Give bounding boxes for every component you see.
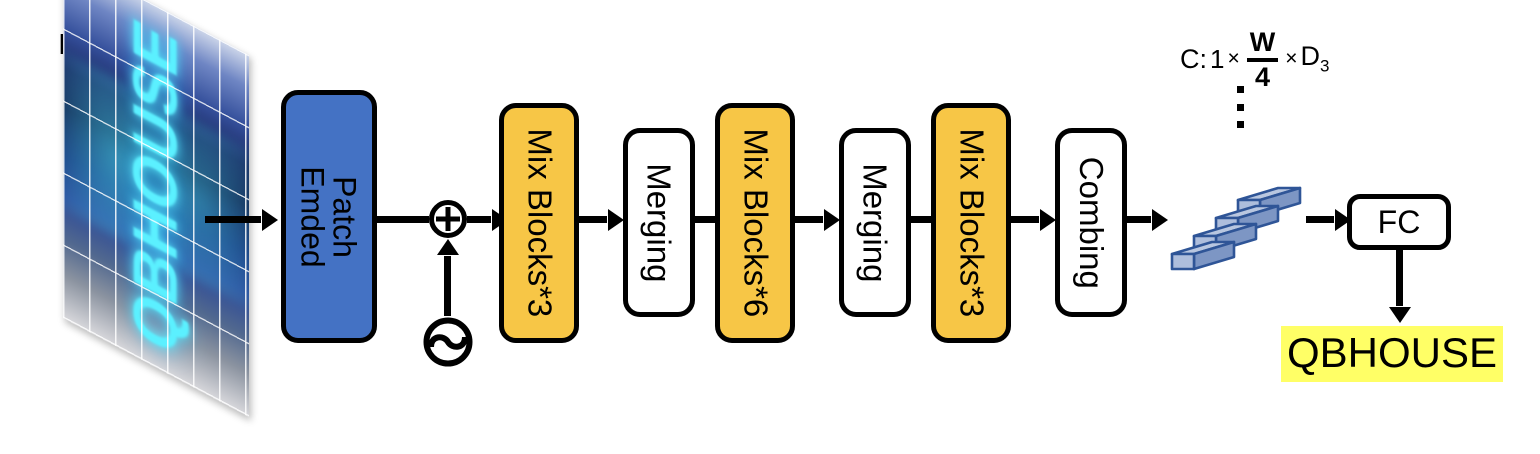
input-image-text: QBHOUSE: [121, 7, 191, 366]
ellipsis-dot: [1236, 103, 1244, 111]
block-mix-blocks-1-label: Mix Blocks*3: [520, 128, 558, 318]
feature-shape-fraction: W 4: [1246, 27, 1279, 92]
block-combing-label: Combing: [1072, 156, 1110, 289]
feature-slab: [1170, 240, 1236, 271]
feature-shape-times-1: ×: [1227, 47, 1240, 70]
arrow-mix3-to-combing: [1011, 216, 1039, 223]
feature-shape-prefix: C:: [1180, 43, 1207, 74]
ellipsis-dot: [1236, 121, 1244, 128]
block-merging-2-label: Merging: [856, 162, 894, 283]
feature-shape-channels-sub: 3: [1319, 56, 1330, 76]
block-fc[interactable]: FC: [1347, 194, 1451, 250]
arrow-input-to-patch-embed: [205, 216, 261, 223]
arrow-posenc-to-add: [444, 256, 451, 316]
arrow-merging2-to-mix3: [911, 216, 939, 223]
feature-shape-label: C: 1 × W 4 × D3: [1180, 27, 1329, 92]
feature-shape-numerator: W: [1249, 27, 1276, 57]
input-image: QBHOUSE: [63, 0, 249, 417]
arrow-mix2-to-merging2: [795, 216, 823, 223]
sine-circle-svg: [423, 317, 473, 367]
feature-shape-ellipsis: [1234, 86, 1246, 128]
block-fc-label: FC: [1377, 203, 1421, 240]
arrow-merging1-to-mix2: [695, 216, 723, 223]
input-image-surface: QBHOUSE: [63, 0, 249, 417]
feature-slabs-svg: [1170, 186, 1302, 271]
block-mix-blocks-2[interactable]: Mix Blocks*6: [715, 103, 795, 343]
block-patch-embed-line2: Emded: [295, 165, 332, 268]
ellipsis-dot: [1236, 86, 1244, 93]
block-mix-blocks-3[interactable]: Mix Blocks*3: [931, 103, 1011, 343]
arrow-fc-to-output: [1396, 250, 1403, 306]
output-text: QBHOUSE: [1281, 326, 1504, 382]
arrow-add-to-mix-blocks-1: [467, 216, 491, 223]
block-mix-blocks-1[interactable]: Mix Blocks*3: [499, 103, 579, 343]
feature-shape-channels-letter: D: [1300, 41, 1320, 72]
block-patch-embed-label: Patch Emded: [295, 165, 364, 268]
feature-shape-channels: D3: [1300, 41, 1329, 76]
feature-shape-one: 1: [1210, 43, 1225, 74]
block-merging-1-label: Merging: [640, 162, 678, 283]
feature-shape-times-2: ×: [1285, 47, 1298, 70]
arrow-mix1-to-merging1: [579, 216, 607, 223]
block-mix-blocks-3-label: Mix Blocks*3: [952, 128, 990, 318]
fraction-bar: [1246, 58, 1279, 62]
feature-slabs: [1160, 186, 1310, 281]
block-patch-embed-line1: Patch: [327, 175, 364, 258]
arrow-features-to-fc: [1306, 216, 1334, 223]
block-combing[interactable]: Combing: [1055, 128, 1127, 317]
block-merging-2[interactable]: Merging: [839, 128, 911, 317]
block-patch-embed[interactable]: Patch Emded: [281, 90, 377, 343]
feature-shape-denominator: 4: [1254, 62, 1270, 92]
arrow-combing-to-features: [1127, 216, 1151, 223]
block-merging-1[interactable]: Merging: [623, 128, 695, 317]
add-node-icon: [429, 200, 467, 238]
block-mix-blocks-2-label: Mix Blocks*6: [736, 128, 774, 318]
positional-encoding-icon: [422, 316, 474, 368]
line-patch-embed-to-add: [377, 216, 429, 223]
